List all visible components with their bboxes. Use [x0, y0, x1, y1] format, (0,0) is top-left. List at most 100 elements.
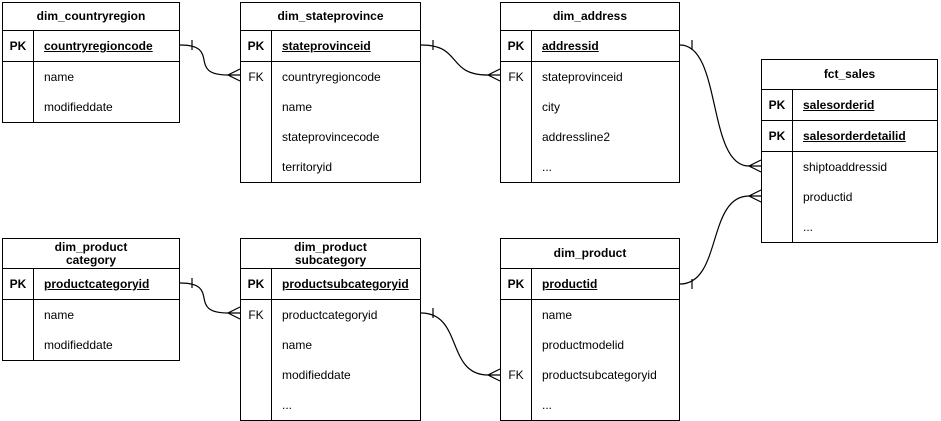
- key-label: PK: [3, 269, 34, 299]
- table-row: territoryid: [241, 152, 420, 182]
- entity-title: dim_address: [501, 3, 679, 31]
- key-label: PK: [241, 269, 272, 299]
- table-row: modifieddate: [241, 360, 420, 390]
- key-label: PK: [762, 90, 793, 120]
- key-label: FK: [241, 300, 272, 330]
- field-name: addressid: [542, 39, 599, 53]
- field-name: countryregioncode: [282, 70, 381, 84]
- entity-fct-sales[interactable]: fct_sales PK salesorderid PK salesorderd…: [761, 59, 938, 243]
- table-row: PK salesorderdetailid: [762, 121, 937, 152]
- field-name: productsubcategoryid: [542, 368, 657, 382]
- table-row: ...: [501, 152, 679, 182]
- entity-title: fct_sales: [762, 60, 937, 90]
- field-name: productsubcategoryid: [282, 277, 409, 291]
- key-label: [241, 152, 272, 182]
- table-row: modifieddate: [3, 330, 179, 360]
- field-name: productcategoryid: [44, 277, 150, 291]
- entity-dim-stateprovince[interactable]: dim_stateprovince PK stateprovinceid FK …: [240, 2, 421, 183]
- key-label: PK: [501, 31, 532, 61]
- table-row: name: [241, 92, 420, 122]
- key-label: FK: [241, 62, 272, 92]
- field-name: name: [44, 308, 75, 322]
- field-name: countryregioncode: [44, 39, 153, 53]
- table-row: modifieddate: [3, 92, 179, 122]
- key-label: [3, 92, 34, 122]
- field-name: productcategoryid: [282, 308, 378, 322]
- table-row: PK addressid: [501, 31, 679, 62]
- field-name: ...: [803, 220, 814, 234]
- table-row: ...: [762, 212, 937, 242]
- key-label: [762, 152, 793, 182]
- table-row: name: [3, 300, 179, 330]
- field-name: shiptoaddressid: [803, 160, 888, 174]
- key-label: FK: [501, 360, 532, 390]
- table-row: name: [3, 62, 179, 92]
- key-label: [241, 92, 272, 122]
- field-name: name: [44, 70, 75, 84]
- table-row: productid: [762, 182, 937, 212]
- table-row: name: [501, 300, 679, 330]
- field-name: productid: [803, 190, 853, 204]
- field-name: productid: [542, 277, 598, 291]
- field-name: territoryid: [282, 160, 333, 174]
- key-label: [3, 300, 34, 330]
- field-name: name: [282, 100, 313, 114]
- key-label: FK: [501, 62, 532, 92]
- key-label: [762, 182, 793, 212]
- field-name: city: [542, 100, 560, 114]
- entity-dim-countryregion[interactable]: dim_countryregion PK countryregioncode n…: [2, 2, 180, 123]
- field-name: salesorderid: [803, 98, 875, 112]
- entity-dim-product[interactable]: dim_product PK productid name productmod…: [500, 238, 680, 421]
- connector-subcategory-product: [420, 308, 501, 382]
- table-row: name: [241, 330, 420, 360]
- key-label: [501, 92, 532, 122]
- connector-product-fctsales: [679, 189, 762, 289]
- entity-title: dim_countryregion: [3, 3, 179, 31]
- table-row: FK productsubcategoryid: [501, 360, 679, 390]
- table-row: addressline2: [501, 122, 679, 152]
- field-name: name: [542, 308, 573, 322]
- table-row: shiptoaddressid: [762, 152, 937, 182]
- key-label: [3, 330, 34, 360]
- entity-title: dim_product: [501, 239, 679, 269]
- table-row: PK productid: [501, 269, 679, 300]
- field-name: name: [282, 338, 313, 352]
- table-row: PK productsubcategoryid: [241, 269, 420, 300]
- table-row: PK stateprovinceid: [241, 31, 420, 62]
- table-row: PK productcategoryid: [3, 269, 179, 300]
- field-name: addressline2: [542, 130, 611, 144]
- key-label: [241, 390, 272, 420]
- field-name: productmodelid: [542, 338, 625, 352]
- table-row: productmodelid: [501, 330, 679, 360]
- field-name: stateprovinceid: [282, 39, 371, 53]
- key-label: [762, 212, 793, 242]
- table-row: FK stateprovinceid: [501, 62, 679, 92]
- key-label: [501, 390, 532, 420]
- key-label: [501, 300, 532, 330]
- key-label: [501, 330, 532, 360]
- key-label: [241, 122, 272, 152]
- key-label: [3, 62, 34, 92]
- key-label: PK: [241, 31, 272, 61]
- field-name: ...: [542, 398, 553, 412]
- entity-dim-address[interactable]: dim_address PK addressid FK stateprovinc…: [500, 2, 680, 183]
- key-label: PK: [501, 269, 532, 299]
- table-row: ...: [501, 390, 679, 420]
- key-label: PK: [762, 121, 793, 151]
- entity-title: dim_stateprovince: [241, 3, 420, 31]
- field-name: modifieddate: [44, 338, 113, 352]
- key-label: [241, 360, 272, 390]
- field-name: modifieddate: [44, 100, 113, 114]
- table-row: ...: [241, 390, 420, 420]
- field-name: modifieddate: [282, 368, 351, 382]
- key-label: [241, 330, 272, 360]
- table-row: stateprovincecode: [241, 122, 420, 152]
- connector-countryregion-stateprovince: [179, 40, 241, 82]
- field-name: ...: [282, 398, 293, 412]
- key-label: [501, 122, 532, 152]
